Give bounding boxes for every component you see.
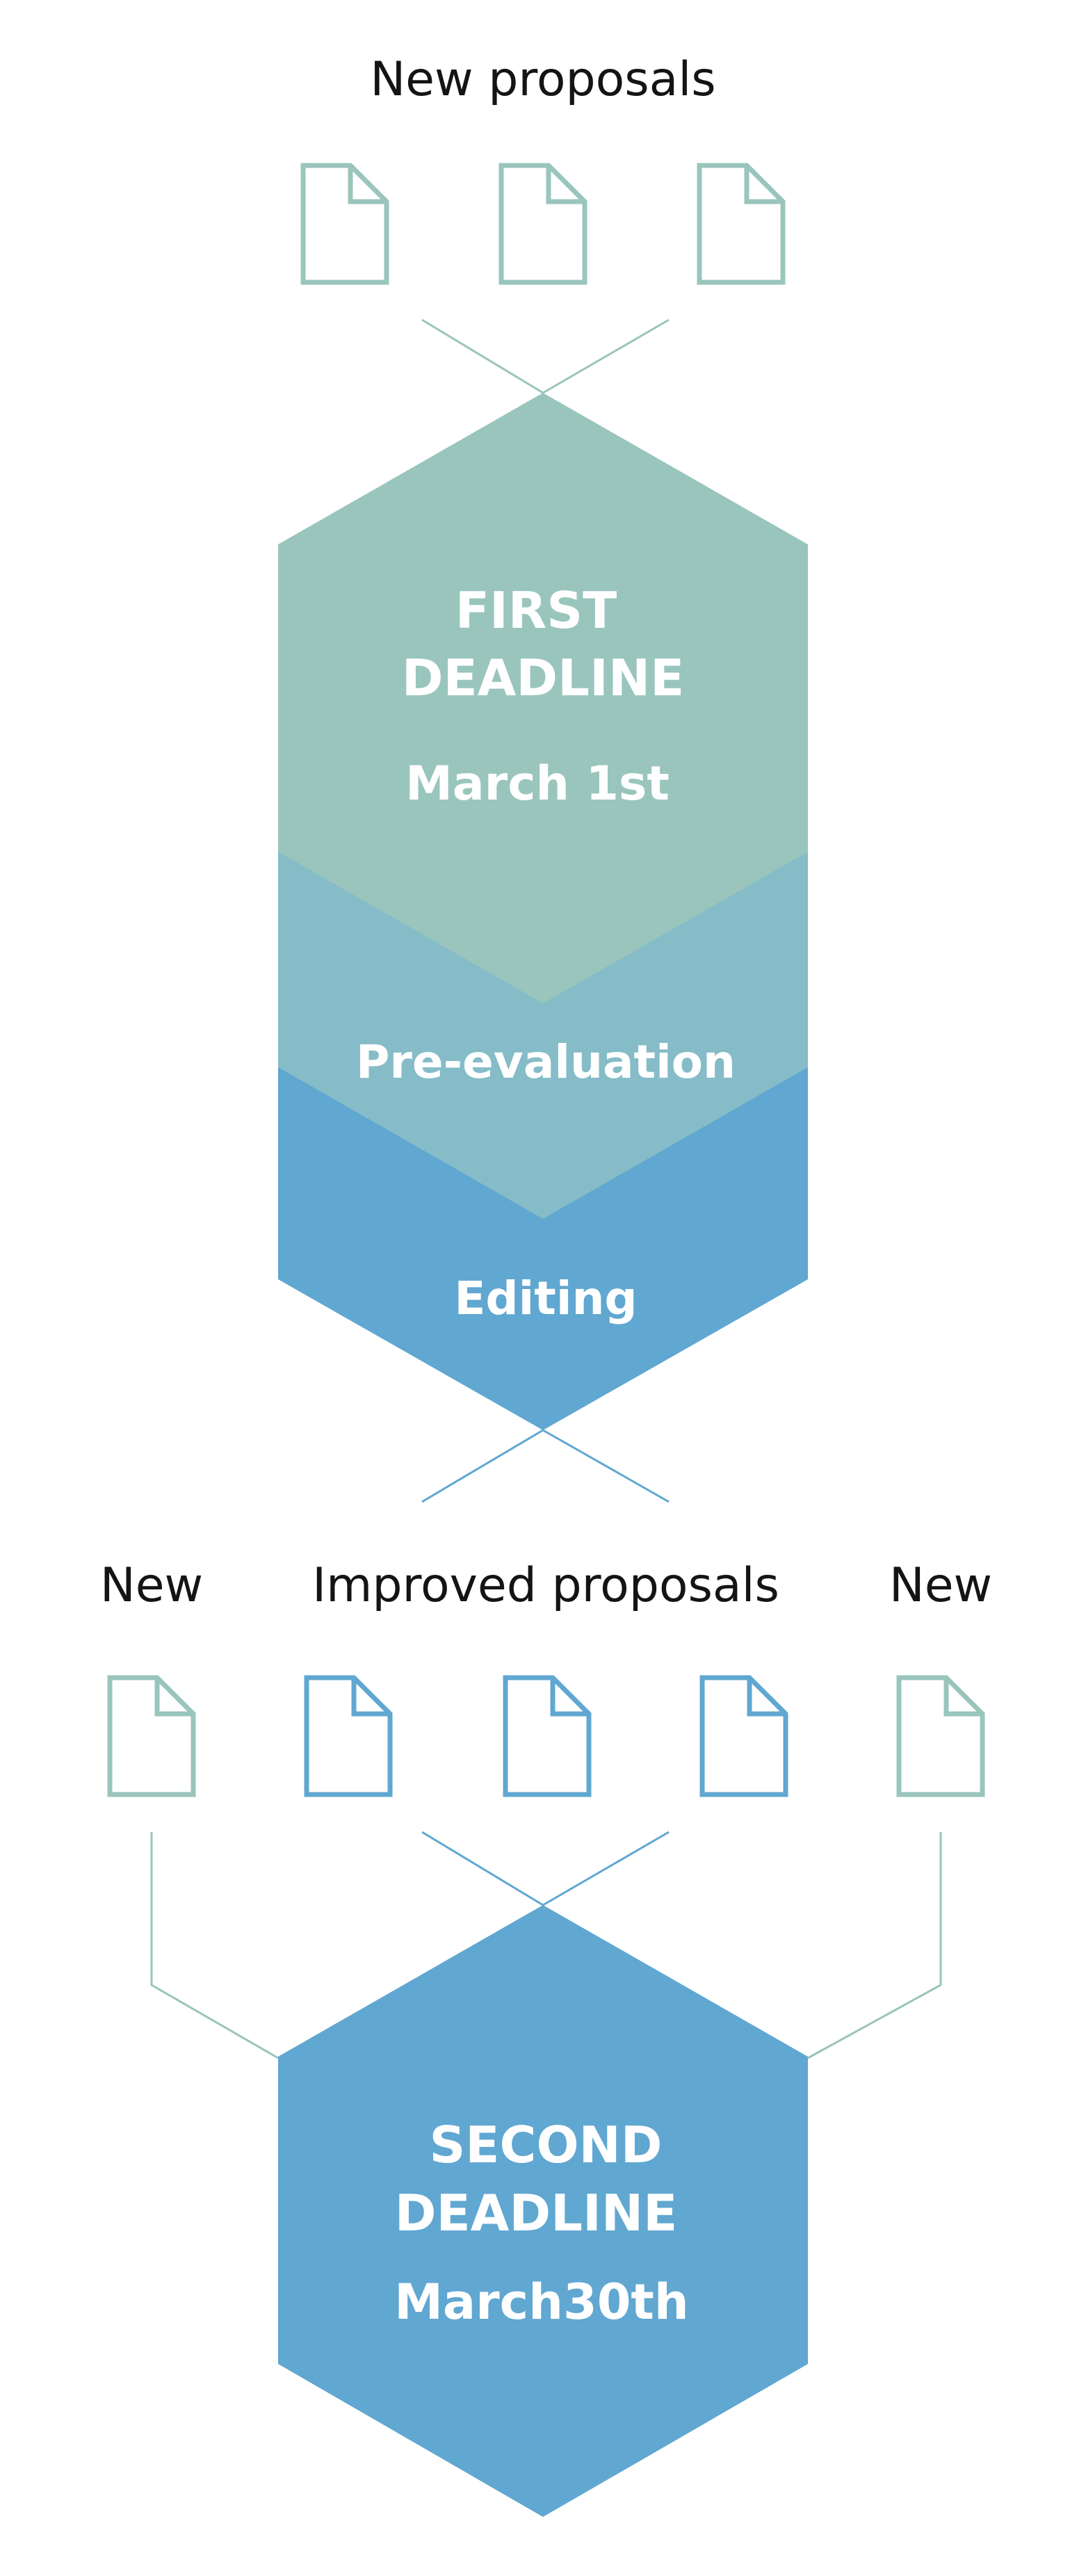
middle-document-4-fold <box>747 1678 786 1717</box>
first-deadline-block: FIRST DEADLINE March 1st Pre-evaluation … <box>278 393 808 1430</box>
first-deadline-date: March 1st <box>405 756 670 811</box>
second-deadline-date: March30th <box>394 2274 688 2331</box>
second-connector-center-left <box>421 1831 544 1906</box>
middle-document-3-outline <box>503 1675 592 1797</box>
middle-document-1-fold <box>154 1678 193 1717</box>
document-icon <box>300 163 389 285</box>
middle-document-5-outline <box>896 1675 985 1797</box>
pre-evaluation-label: Pre-evaluation <box>356 1035 736 1089</box>
new-proposals-heading: New proposals <box>370 52 715 107</box>
middle-connector <box>421 1429 670 1503</box>
top-document-2-fold <box>546 165 585 204</box>
middle-document-4-outline <box>699 1675 788 1797</box>
top-document-3-fold <box>744 165 783 204</box>
document-icon <box>503 1675 592 1797</box>
middle-document-3-fold <box>550 1678 589 1717</box>
new-label-left: New <box>100 1558 203 1613</box>
top-document-1-fold <box>348 165 387 204</box>
improved-proposals-label: Improved proposals <box>312 1558 779 1613</box>
top-documents <box>300 163 786 285</box>
second-connector <box>150 1831 942 2059</box>
middle-documents <box>107 1675 985 1797</box>
top-connector <box>421 318 670 394</box>
top-document-3-outline <box>697 163 786 285</box>
middle-document-1-outline <box>107 1675 196 1797</box>
second-deadline-title-line1: SECOND <box>429 2116 662 2174</box>
document-icon <box>107 1675 196 1797</box>
middle-document-5-fold <box>943 1678 982 1717</box>
new-label-right: New <box>889 1558 992 1613</box>
second-deadline-block: SECOND DEADLINE March30th <box>278 1905 808 2517</box>
second-deadline-title-line2: DEADLINE <box>395 2184 678 2242</box>
editing-layer <box>278 1067 808 1430</box>
second-deadline-hexagon <box>278 1905 808 2517</box>
middle-connector-left <box>421 1429 544 1503</box>
second-connector-left-new <box>150 1832 279 2059</box>
middle-connector-right <box>542 1429 670 1503</box>
middle-document-2-fold <box>351 1678 390 1717</box>
top-document-1-outline <box>300 163 389 285</box>
top-connector-right <box>542 318 670 394</box>
document-icon <box>499 163 587 285</box>
document-icon <box>697 163 786 285</box>
document-icon <box>699 1675 788 1797</box>
first-deadline-title-line2: DEADLINE <box>402 649 685 707</box>
pre-evaluation-layer <box>278 852 808 1219</box>
first-deadline-hexagon <box>278 393 808 1003</box>
first-deadline-title-line1: FIRST <box>455 581 617 640</box>
second-connector-right-new <box>807 1832 942 2059</box>
top-connector-left <box>421 318 544 394</box>
editing-label: Editing <box>454 1272 637 1325</box>
document-icon <box>304 1675 393 1797</box>
second-connector-center-right <box>542 1831 670 1906</box>
top-document-2-outline <box>499 163 587 285</box>
document-icon <box>896 1675 985 1797</box>
middle-document-2-outline <box>304 1675 393 1797</box>
